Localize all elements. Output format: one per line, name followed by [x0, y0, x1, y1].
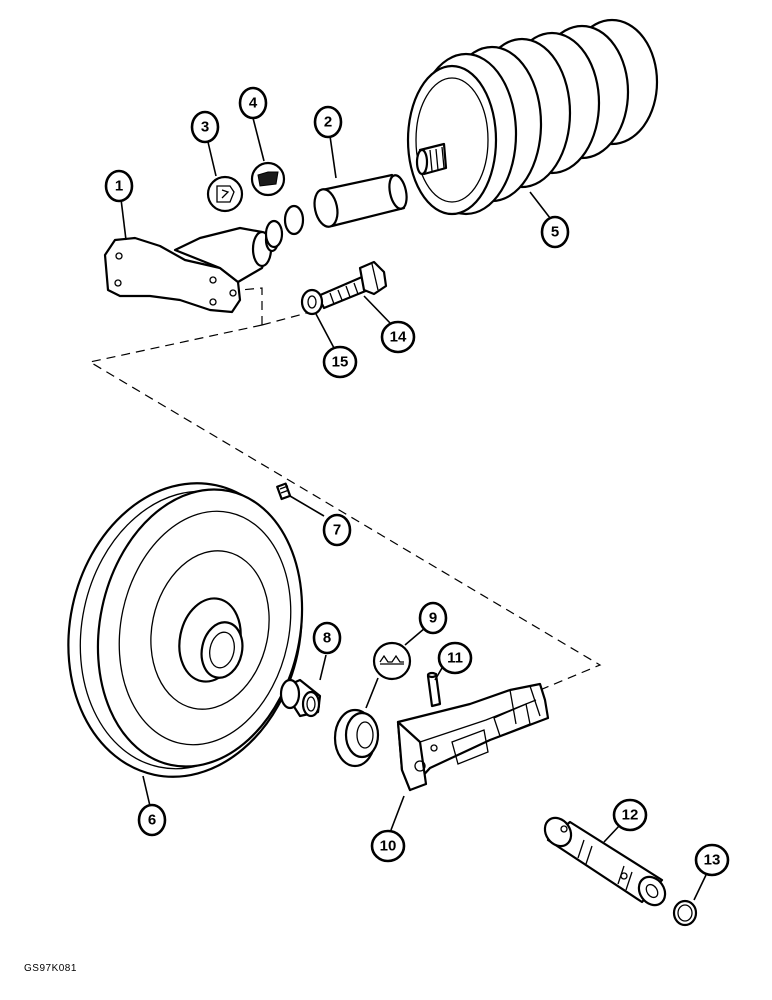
callout-12: 12	[612, 798, 648, 832]
part-13-ring	[672, 899, 698, 927]
svg-text:12: 12	[622, 807, 639, 824]
part-1-bracket	[103, 226, 280, 314]
svg-text:15: 15	[332, 354, 349, 371]
part-3-ring	[264, 219, 284, 249]
figure-code: GS97K081	[24, 963, 77, 974]
callout-6: 6	[137, 803, 167, 837]
callout-7: 7	[322, 513, 352, 547]
part-5-spring	[406, 18, 659, 216]
callout-10: 10	[370, 829, 406, 863]
svg-text:7: 7	[333, 522, 341, 539]
callout-4: 4	[238, 86, 268, 120]
callout-5: 5	[540, 215, 570, 249]
part-7-plug	[276, 482, 292, 501]
part-8-bushing	[279, 678, 322, 718]
svg-text:1: 1	[115, 178, 123, 195]
callout-13: 13	[694, 843, 730, 877]
svg-text:6: 6	[148, 812, 156, 829]
callout-8: 8	[312, 621, 342, 655]
callout-9: 9	[418, 601, 448, 635]
part-4-ring	[283, 204, 305, 236]
part-2-pin	[313, 173, 408, 228]
svg-text:10: 10	[380, 838, 397, 855]
svg-text:13: 13	[704, 852, 721, 869]
callout-2: 2	[313, 105, 343, 139]
callout-1: 1	[104, 169, 134, 203]
svg-text:11: 11	[447, 650, 463, 667]
part-3-section-icon	[206, 175, 244, 213]
part-4-section-icon	[250, 161, 286, 197]
part-10-yoke	[396, 682, 550, 792]
svg-text:8: 8	[323, 630, 331, 647]
part-15-washer	[300, 288, 324, 316]
svg-text:3: 3	[201, 119, 209, 136]
part-12-pin	[543, 816, 667, 907]
callout-14: 14	[380, 320, 416, 354]
part-9-section-icon	[372, 641, 412, 681]
leader-lines	[120, 117, 707, 901]
part-11-roll-pin	[426, 671, 442, 708]
part-9-seal	[333, 708, 380, 768]
svg-text:2: 2	[324, 114, 332, 131]
svg-text:9: 9	[429, 610, 437, 627]
part-14-bolt	[316, 260, 388, 310]
svg-text:14: 14	[390, 329, 407, 346]
callout-11: 11	[437, 641, 473, 675]
callout-15: 15	[322, 345, 358, 379]
part-6-idler-wheel	[67, 482, 304, 778]
callout-3: 3	[190, 110, 220, 144]
svg-text:4: 4	[249, 95, 258, 112]
svg-text:5: 5	[551, 224, 559, 241]
